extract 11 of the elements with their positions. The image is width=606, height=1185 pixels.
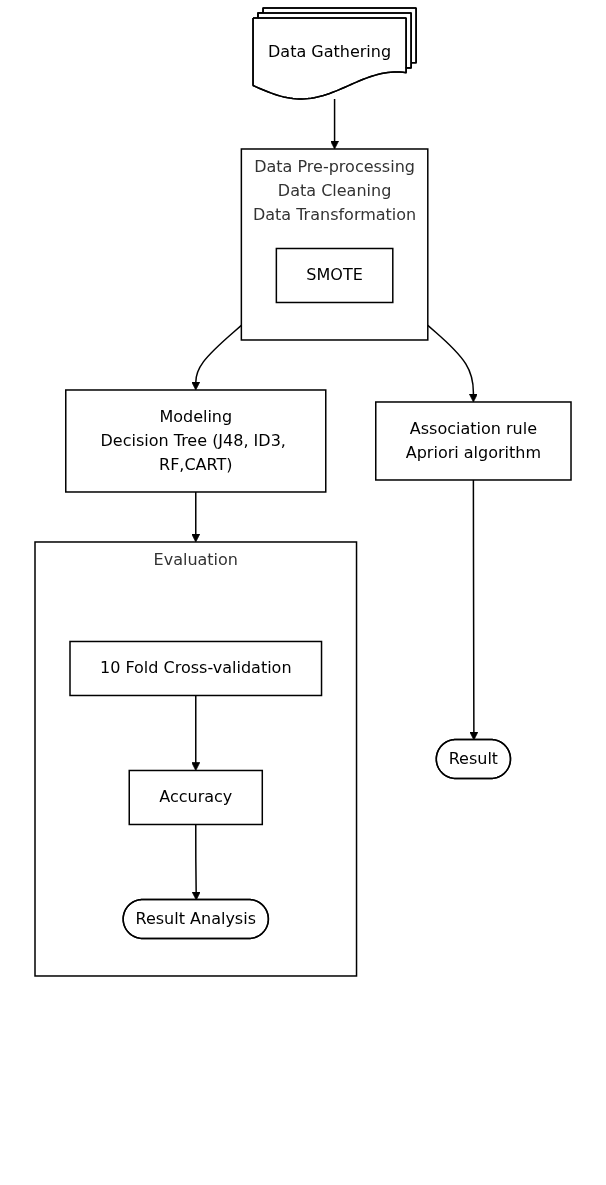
arrow — [191, 491, 201, 543]
arrow — [191, 823, 201, 901]
node-box: SMOTE — [275, 247, 394, 304]
node-box: Association rule Apriori algorithm — [375, 401, 572, 481]
arrow — [427, 324, 478, 403]
node-box: Modeling Decision Tree (J48, ID3, RF,CART) — [65, 389, 327, 493]
arrow — [191, 694, 201, 771]
node-box: Accuracy — [128, 769, 263, 826]
node-box: 10 Fold Cross-validation — [69, 640, 323, 697]
arrow — [330, 98, 339, 150]
arrow — [469, 479, 479, 741]
